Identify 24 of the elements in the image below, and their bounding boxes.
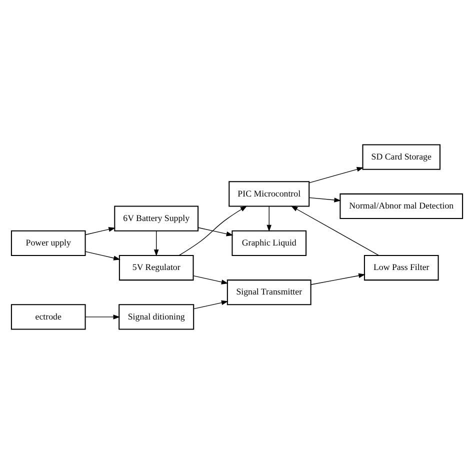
arrow (308, 197, 342, 202)
node-box: Normal/Abnor mal Detection (340, 193, 464, 220)
node-box: 5V Regulator (118, 254, 194, 281)
arrow (85, 251, 120, 260)
node-box: Signal ditioning (118, 304, 194, 330)
arrow (308, 167, 364, 184)
node-box: Power upply (10, 230, 86, 256)
arrow (310, 273, 366, 285)
node-box: Low Pass Filter (364, 254, 439, 281)
node-box: SD Card Storage (362, 144, 440, 170)
node-box: Signal Transmitter (226, 280, 312, 306)
arrow (85, 227, 116, 236)
node-box: ectrode (10, 304, 86, 330)
node-box: PIC Microcontrol (228, 181, 310, 207)
arrow (193, 275, 228, 284)
arrow (85, 314, 120, 320)
arrow (154, 230, 159, 256)
node-box: Graphic Liquid (232, 230, 307, 256)
arrow (178, 206, 248, 256)
arrow (290, 206, 380, 256)
node-box: 6V Battery Supply (114, 206, 199, 232)
arrow (198, 227, 234, 236)
arrow (266, 206, 272, 232)
arrow (193, 300, 228, 310)
